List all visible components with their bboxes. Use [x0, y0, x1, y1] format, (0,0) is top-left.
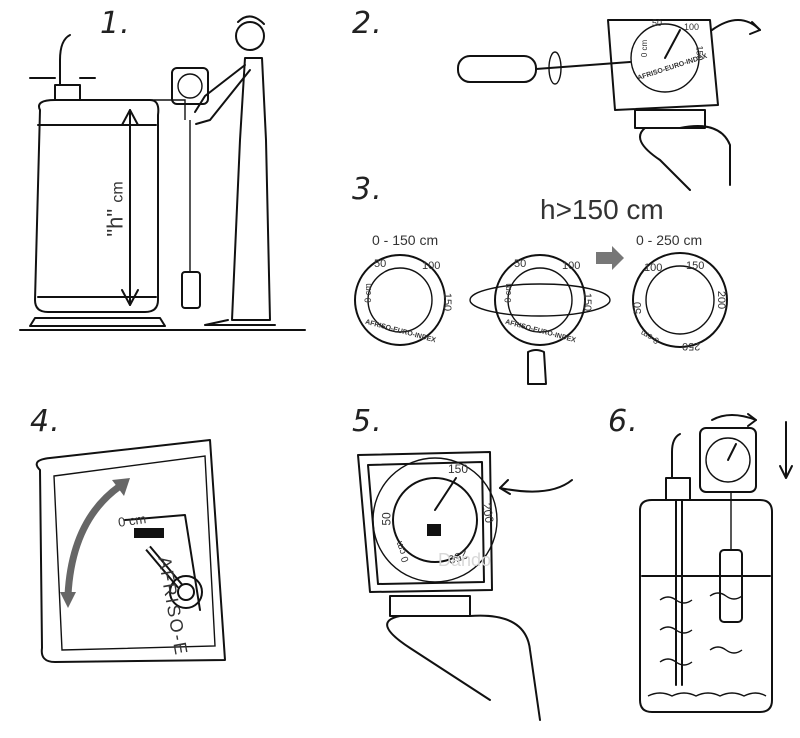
height-label: "h" cm	[103, 181, 129, 236]
dial-b-tick-100: 100	[562, 260, 581, 272]
panel-step-2: 2. AFRISO-EURO-INDEX 0 cm 50 100 150	[340, 0, 800, 191]
dial-c-tick-200: 200	[715, 290, 728, 310]
screwdriver-adjust-illustration	[457, 19, 761, 191]
gauge-tick-100: 100	[684, 22, 700, 32]
step-number-4: 4.	[30, 404, 61, 439]
scale-a-label: 0 - 150 cm	[372, 232, 439, 248]
panel-step-3: 3. h>150 cm 0 - 150 cm 0 - 250 cm 0 cm 5…	[340, 170, 800, 400]
dial-b-tick-150: 150	[581, 292, 594, 312]
dial-a-tick-50: 50	[374, 258, 387, 270]
dial-a-tick-100: 100	[422, 260, 441, 272]
gauge-tick-150: 150	[694, 45, 705, 61]
dial-closeup-illustration	[35, 439, 226, 663]
gauge-tick-50: 50	[379, 512, 394, 526]
watermark: Dando	[438, 550, 492, 570]
scale-b-label: 0 - 250 cm	[636, 232, 703, 248]
tank-measurement-illustration	[19, 15, 306, 331]
panel-step-1: 1. "h" cm	[0, 0, 310, 340]
dial-c-tick-250: 250	[682, 340, 701, 352]
gauge-tick-150-visible: 150	[448, 462, 469, 476]
step-number-1: 1.	[100, 6, 131, 41]
dial-b-tick-50: 50	[514, 258, 527, 270]
panel-step-5: 5. 150 150 200 250 0 cm 50 Dando	[340, 400, 600, 738]
gauge-rotate-illustration	[357, 451, 573, 721]
gauge-tick-0: 0 cm	[640, 39, 650, 58]
panel-step-6: 6.	[600, 400, 800, 738]
step-number-6: 6.	[608, 404, 639, 439]
step-number-3: 3.	[352, 172, 383, 207]
step-number-5: 5.	[352, 404, 383, 439]
step-number-2: 2.	[352, 6, 383, 41]
dial-scale-change-illustration	[354, 246, 728, 385]
dial-b-tick-0: 0 cm	[502, 283, 513, 303]
dial-a-tick-0: 0 cm	[362, 283, 373, 303]
panel-step-4: 4. 0 cm AFRISO-E	[0, 400, 260, 738]
tank-float-illustration	[639, 413, 793, 713]
dial-c-tick-100: 100	[644, 262, 663, 274]
condition-label: h>150 cm	[540, 194, 664, 225]
dial-c-tick-150: 150	[686, 260, 705, 272]
gauge-tick-50: 50	[652, 18, 663, 28]
dial-c-tick-50: 50	[632, 301, 645, 315]
height-unit: cm	[109, 181, 127, 203]
height-symbol: "h"	[102, 208, 128, 237]
dial-a-tick-150: 150	[441, 292, 454, 312]
